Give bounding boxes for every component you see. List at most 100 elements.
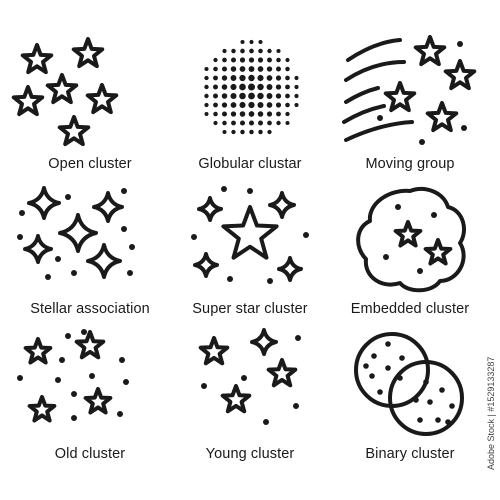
star-icon bbox=[221, 205, 279, 260]
dot-icon bbox=[445, 419, 451, 425]
dot-icon bbox=[267, 120, 272, 126]
dot-icon bbox=[221, 102, 228, 108]
dot-icon bbox=[419, 139, 425, 145]
dot-icon bbox=[45, 274, 51, 280]
icon-cell-super-star-cluster: Super star cluster bbox=[170, 155, 330, 317]
dot-icon bbox=[257, 111, 264, 117]
dot-icon bbox=[249, 48, 254, 54]
dot-icon bbox=[222, 57, 227, 63]
dot-icon bbox=[221, 75, 228, 81]
dot-icon bbox=[65, 333, 71, 339]
icon-cell-globular-cluster: Globular clustar bbox=[170, 10, 330, 172]
dot-icon bbox=[213, 102, 218, 108]
dot-icon bbox=[257, 101, 264, 109]
dot-icon bbox=[213, 84, 218, 90]
star-icon bbox=[23, 337, 53, 365]
dot-icon bbox=[435, 417, 441, 423]
caption-young-cluster: Young cluster bbox=[205, 446, 295, 462]
dot-icon bbox=[248, 66, 255, 72]
dot-icon bbox=[257, 83, 264, 91]
dot-icon bbox=[222, 48, 227, 54]
dot-icon bbox=[377, 115, 383, 121]
dot-icon bbox=[239, 92, 246, 100]
dot-icon bbox=[230, 92, 237, 100]
dot-icon bbox=[222, 120, 227, 126]
dot-icon bbox=[129, 244, 135, 250]
star-icon bbox=[45, 73, 79, 105]
dot-icon bbox=[249, 129, 254, 135]
dot-icon bbox=[55, 256, 61, 262]
dot-icon bbox=[294, 84, 299, 90]
dot-icon bbox=[117, 411, 123, 417]
dot-icon bbox=[239, 66, 246, 72]
dot-icon bbox=[417, 417, 423, 423]
dot-icon bbox=[230, 102, 237, 108]
dot-icon bbox=[276, 57, 281, 63]
sparkle-icon bbox=[250, 328, 278, 356]
dot-icon bbox=[204, 66, 209, 72]
star-icon bbox=[266, 358, 298, 388]
dot-icon bbox=[230, 75, 237, 81]
dot-icon bbox=[230, 83, 237, 91]
star-icon bbox=[74, 330, 106, 360]
dot-icon bbox=[275, 93, 282, 99]
dot-icon bbox=[241, 375, 247, 381]
dot-icon bbox=[247, 188, 253, 194]
motion-streak-icon bbox=[344, 86, 380, 104]
dot-icon bbox=[294, 75, 299, 81]
open-cluster-icon bbox=[11, 37, 119, 147]
embedded-cluster-icon bbox=[356, 187, 466, 293]
dot-icon bbox=[231, 120, 236, 126]
cluster-circle-icon bbox=[388, 360, 464, 436]
dot-icon bbox=[293, 403, 299, 409]
dot-icon bbox=[266, 66, 273, 72]
dot-icon bbox=[263, 419, 269, 425]
sparkle-icon bbox=[86, 243, 122, 279]
dot-icon bbox=[383, 254, 389, 260]
dot-icon bbox=[249, 39, 254, 45]
star-icon bbox=[220, 384, 252, 414]
dot-icon bbox=[377, 389, 383, 395]
dot-icon bbox=[439, 387, 445, 393]
star-icon bbox=[71, 37, 105, 69]
dot-icon bbox=[123, 379, 129, 385]
dot-icon bbox=[239, 83, 246, 91]
dot-icon bbox=[385, 365, 391, 371]
star-icon bbox=[413, 35, 447, 67]
dot-icon bbox=[266, 84, 273, 90]
sparkle-icon bbox=[27, 186, 61, 220]
icon-cell-embedded-cluster: Embedded cluster bbox=[330, 155, 490, 317]
dot-icon bbox=[19, 210, 25, 216]
dot-icon bbox=[239, 101, 246, 109]
dot-icon bbox=[240, 129, 245, 135]
dot-icon bbox=[127, 270, 133, 276]
dot-icon bbox=[423, 379, 429, 385]
dot-icon bbox=[239, 111, 246, 117]
star-icon bbox=[57, 115, 91, 147]
dot-icon bbox=[213, 66, 218, 72]
icon-cell-young-cluster: Young cluster bbox=[170, 300, 330, 462]
icon-cell-stellar-association: Stellar association bbox=[10, 155, 170, 317]
stellar-association-icon bbox=[17, 186, 135, 280]
sparkle-icon bbox=[277, 256, 303, 282]
dot-icon bbox=[285, 93, 290, 99]
dot-icon bbox=[276, 111, 281, 117]
dot-icon bbox=[371, 353, 377, 359]
dot-icon bbox=[431, 212, 437, 218]
dot-icon bbox=[427, 399, 433, 405]
dot-icon bbox=[248, 57, 255, 63]
dot-icon bbox=[257, 57, 264, 63]
dot-icon bbox=[222, 111, 227, 117]
dot-icon bbox=[239, 57, 246, 63]
dot-icon bbox=[248, 74, 255, 82]
star-icon bbox=[20, 43, 54, 75]
dot-icon bbox=[204, 102, 209, 108]
dot-icon bbox=[399, 355, 405, 361]
dot-icon bbox=[204, 84, 209, 90]
star-icon bbox=[423, 238, 453, 266]
dot-icon bbox=[385, 341, 391, 347]
dot-icon bbox=[221, 186, 227, 192]
dot-icon bbox=[397, 375, 403, 381]
dot-icon bbox=[257, 66, 264, 72]
sparkle-icon bbox=[193, 252, 219, 278]
